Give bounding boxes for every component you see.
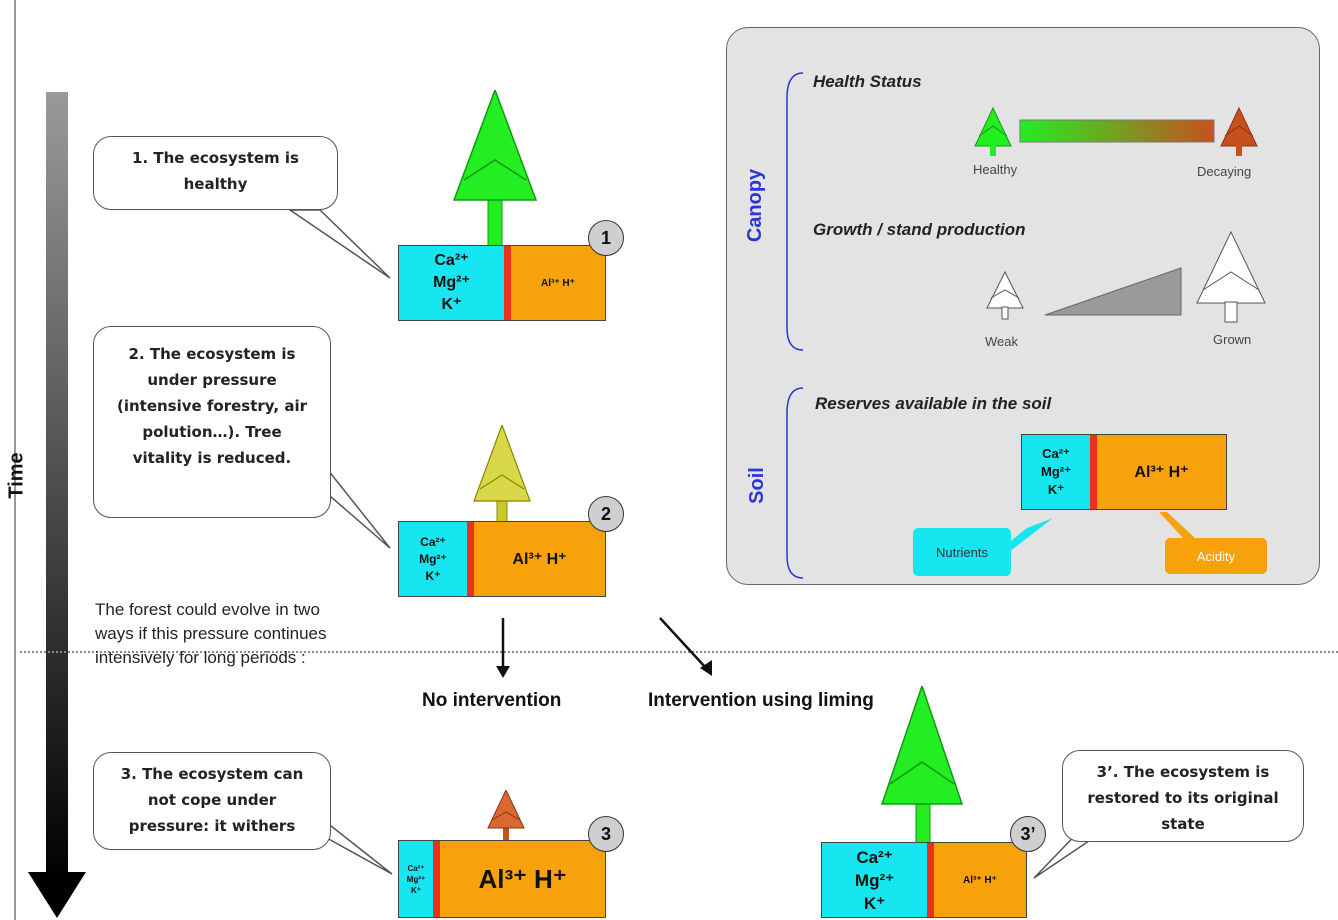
dotted-divider <box>20 651 1338 653</box>
stage-2-bubble: 2. The ecosystem is under pressure (inte… <box>93 326 331 518</box>
legend-base-cations: Ca²⁺ Mg²⁺ K⁺ <box>1022 435 1090 509</box>
stage-1-base-cations: Ca²⁺ Mg²⁺ K⁺ <box>399 246 504 320</box>
time-arrow-head <box>28 872 86 918</box>
weak-label: Weak <box>985 334 1018 349</box>
acidity-callout: Acidity <box>1165 538 1267 574</box>
stage-3-base-cations: Ca²⁺ Mg²⁺ K⁺ <box>399 841 433 917</box>
healthy-label: Healthy <box>973 162 1018 177</box>
canopy-label: Canopy <box>744 168 767 243</box>
stage-2-acid-cations: Al³⁺ H⁺ <box>474 522 605 596</box>
soil-label: Soil <box>745 467 768 504</box>
decaying-label: Decaying <box>1197 164 1252 179</box>
stage-1-acid-cations: Al³⁺ H⁺ <box>511 246 605 320</box>
time-arrow-shaft <box>46 92 68 882</box>
legend-separator <box>1090 435 1097 509</box>
stage-3prime-tree <box>880 686 964 846</box>
growth-title: Growth / stand production <box>813 220 1026 239</box>
evolution-text: The forest could evolve in two ways if t… <box>95 600 327 667</box>
left-border-line <box>14 0 16 920</box>
stage-3prime-separator <box>927 843 934 917</box>
stage-3-bubble: 3. The ecosystem can not cope under pres… <box>93 752 331 850</box>
legend-brackets <box>786 72 1266 579</box>
stage-3prime-base-cations: Ca²⁺ Mg²⁺ K⁺ <box>822 843 927 917</box>
reserves-title: Reserves available in the soil <box>815 394 1052 413</box>
stage-1-bubble: 1. The ecosystem is healthy <box>93 136 338 210</box>
stage-1-soil-box: Ca²⁺ Mg²⁺ K⁺ Al³⁺ H⁺ <box>398 245 606 321</box>
stage-3prime-acid-cations: Al³⁺ H⁺ <box>934 843 1026 917</box>
stage-2-badge: 2 <box>588 496 624 532</box>
stage-3-tree <box>487 790 525 840</box>
liming-label: Intervention using liming <box>648 690 874 711</box>
stage-3-acid-cations: Al³⁺ H⁺ <box>440 841 605 917</box>
legend-panel: Canopy Soil Health Status Healthy Decayi… <box>726 27 1320 585</box>
stage-3prime-bubble: 3’. The ecosystem is restored to its ori… <box>1062 750 1304 842</box>
stage-2-base-cations: Ca²⁺ Mg²⁺ K⁺ <box>399 522 467 596</box>
stage-3prime-soil-box: Ca²⁺ Mg²⁺ K⁺ Al³⁺ H⁺ <box>821 842 1027 918</box>
stage-1-tree <box>452 90 538 246</box>
stage-1-separator <box>504 246 511 320</box>
stage-2-soil-box: Ca²⁺ Mg²⁺ K⁺ Al³⁺ H⁺ <box>398 521 606 597</box>
stage-3-badge: 3 <box>588 816 624 852</box>
stage-2-tree <box>473 425 531 523</box>
stage-1-badge: 1 <box>588 220 624 256</box>
stage-3-soil-box: Ca²⁺ Mg²⁺ K⁺ Al³⁺ H⁺ <box>398 840 606 918</box>
health-status-title: Health Status <box>813 72 922 91</box>
stage-2-separator <box>467 522 474 596</box>
no-intervention-label: No intervention <box>422 690 562 711</box>
grown-label: Grown <box>1213 332 1252 347</box>
stage-3-separator <box>433 841 440 917</box>
legend-acid-cations: Al³⁺ H⁺ <box>1097 435 1226 509</box>
stage-3prime-badge: 3’ <box>1010 816 1046 852</box>
nutrients-callout: Nutrients <box>913 528 1011 576</box>
legend-soil-box: Ca²⁺ Mg²⁺ K⁺ Al³⁺ H⁺ <box>1021 434 1227 510</box>
